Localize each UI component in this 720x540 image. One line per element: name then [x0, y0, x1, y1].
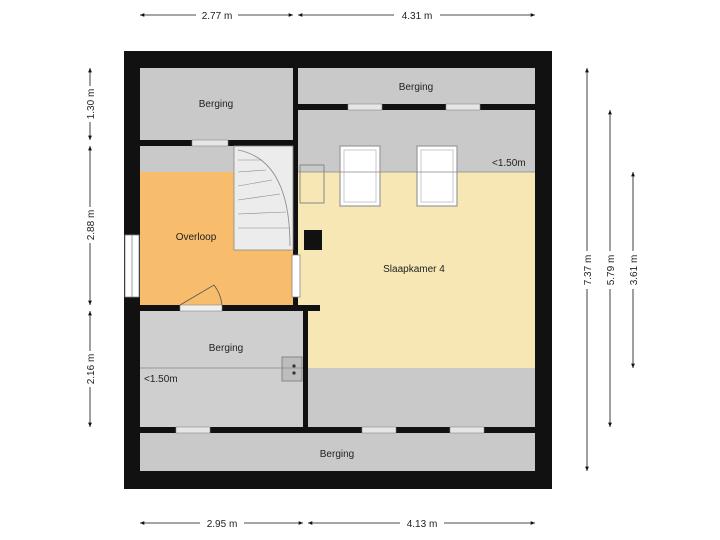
- skylight: [339, 145, 381, 207]
- door-opening: [347, 103, 383, 111]
- dim-left-mid: 2.88 m: [86, 210, 97, 241]
- chimney-outline: [299, 164, 325, 204]
- dim-right-inner: 3.61 m: [629, 255, 640, 286]
- interior-wall: [293, 104, 535, 110]
- dim-right-outer: 7.37 m: [583, 255, 594, 286]
- interior-wall: [303, 306, 308, 433]
- dim-right-middle: 5.79 m: [606, 255, 617, 286]
- room-label-berging-bottom: Berging: [320, 449, 354, 460]
- door-opening: [175, 426, 211, 434]
- stair-step: [237, 169, 267, 173]
- door-opening: [361, 426, 397, 434]
- dim-label-bg: [83, 86, 97, 122]
- duct-dot: [292, 371, 296, 375]
- door-opening: [449, 426, 485, 434]
- dim-label-bg: [83, 351, 97, 387]
- door-opening: [191, 139, 229, 147]
- dim-left-bottom: 2.16 m: [86, 354, 97, 385]
- room-label-berging-mid: Berging: [209, 343, 243, 354]
- duct-dot: [292, 364, 296, 368]
- height-note-right: <1.50m: [492, 158, 526, 169]
- door-opening: [179, 304, 223, 312]
- stair-step: [237, 193, 281, 201]
- dim-label-bg: [603, 251, 617, 289]
- interior-wall: [140, 427, 535, 433]
- room-berging-top-right: [298, 68, 535, 104]
- interior-wall: [293, 104, 298, 310]
- dim-label-bg: [626, 251, 640, 289]
- room-label-berging-top-left: Berging: [199, 99, 233, 110]
- room-label-slaapkamer: Slaapkamer 4: [383, 264, 445, 275]
- dim-top-left: 2.77 m: [202, 11, 233, 22]
- stair-step: [237, 179, 273, 187]
- skylight-inner: [420, 149, 454, 203]
- room-label-overloop: Overloop: [176, 232, 217, 243]
- stairs: [233, 145, 294, 251]
- dim-label-bg: [83, 207, 97, 243]
- dim-left-top: 1.30 m: [86, 89, 97, 120]
- chimney-block: [304, 230, 322, 250]
- room-berging-top-left: [140, 68, 293, 140]
- dim-top-right: 4.31 m: [402, 11, 433, 22]
- interior-wall: [140, 305, 320, 311]
- skylight-inner: [343, 149, 377, 203]
- room-berging-bottom: [140, 433, 535, 471]
- room-berging-mid: [140, 311, 303, 427]
- dim-bottom-right: 4.13 m: [407, 519, 438, 530]
- skylight: [416, 145, 458, 207]
- room-label-berging-top-right: Berging: [399, 82, 433, 93]
- door-swing: [179, 284, 223, 306]
- dim-label-bg: [580, 251, 594, 289]
- stair-step: [237, 211, 287, 215]
- window: [291, 254, 301, 298]
- room-bedroom-low-bottom: [308, 368, 535, 427]
- height-note-left: <1.50m: [144, 374, 178, 385]
- door-opening: [445, 103, 481, 111]
- dim-bottom-left: 2.95 m: [207, 519, 238, 530]
- duct-block: [281, 356, 303, 382]
